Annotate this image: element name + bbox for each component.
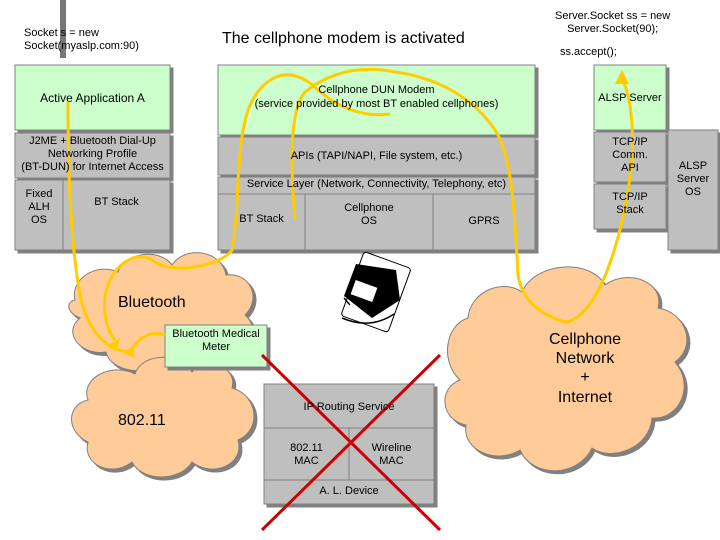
server-tcpip-label: TCP/IP Stack xyxy=(612,191,648,217)
wifi-cloud-label: 802.11 xyxy=(118,412,166,429)
pda-profile-label: J2ME + Bluetooth Dial-Up Networking Prof… xyxy=(21,135,164,174)
pda-app-box xyxy=(14,64,171,131)
arrowhead-meter xyxy=(123,346,134,358)
phone-apis-box xyxy=(217,136,536,176)
arrowhead-bluetooth xyxy=(108,338,120,352)
phone-apis-label: APIs (TAPI/NAPI, File system, etc.) xyxy=(290,150,463,162)
pda-bt-stack-label: BT Stack xyxy=(94,196,139,208)
left-device-bar xyxy=(60,0,66,58)
server-code: Server.Socket ss = new Server.Socket(90)… xyxy=(555,10,671,35)
pda-app-label: Active Application A xyxy=(40,91,145,105)
phone-os-label: Cellphone OS xyxy=(344,202,394,228)
server-tcpip-box xyxy=(593,183,667,230)
medical-meter-box xyxy=(164,324,268,368)
ald-device-label: A. L. Device xyxy=(319,485,379,497)
phone-modem-box xyxy=(217,64,536,136)
phone-os-box xyxy=(217,176,536,251)
server-comm-api-label: TCP/IP Comm. API xyxy=(612,136,648,175)
client-code: Socket s = new Socket(myaslp.com:90) xyxy=(24,27,139,52)
cellphone-picture xyxy=(341,251,411,333)
medical-meter-label: Bluetooth Medical Meter xyxy=(172,328,260,354)
server-app-box xyxy=(593,64,667,131)
cross-line-2 xyxy=(260,353,442,532)
ald-routing-label: IP Routing Service xyxy=(303,401,395,413)
phone-gprs-label: GPRS xyxy=(468,215,500,227)
server-app-label: ALSP Server xyxy=(598,92,662,104)
arrowhead-server xyxy=(615,70,629,84)
cellphone-network-cloud xyxy=(444,266,688,472)
server-os-box xyxy=(667,129,719,251)
pda-os-label: Fixed ALH OS xyxy=(25,188,53,227)
server-accept: ss.accept(); xyxy=(560,46,617,58)
ald-wire-mac-label: Wireline MAC xyxy=(371,442,412,468)
flow-line-modem-to-server xyxy=(290,67,634,324)
bluetooth-cloud-label: Bluetooth xyxy=(118,294,186,311)
wifi-cloud xyxy=(71,356,255,478)
server-comm-api-box xyxy=(593,131,667,183)
phone-modem-label: Cellphone DUN Modem (service provided by… xyxy=(254,84,499,110)
pda-os-box xyxy=(14,179,171,251)
server-os-label: ALSP Server OS xyxy=(676,160,710,199)
phone-bt-stack-label: BT Stack xyxy=(239,213,284,225)
page-title: The cellphone modem is activated xyxy=(222,30,465,47)
phone-service-layer-label: Service Layer (Network, Connectivity, Te… xyxy=(246,178,507,190)
ald-wifi-mac-label: 802.11 MAC xyxy=(290,442,323,468)
flow-line-modem-to-bluetooth xyxy=(103,73,391,342)
pda-profile-box xyxy=(14,132,171,179)
cellphone-network-label: Cellphone Network + Internet xyxy=(548,331,622,406)
